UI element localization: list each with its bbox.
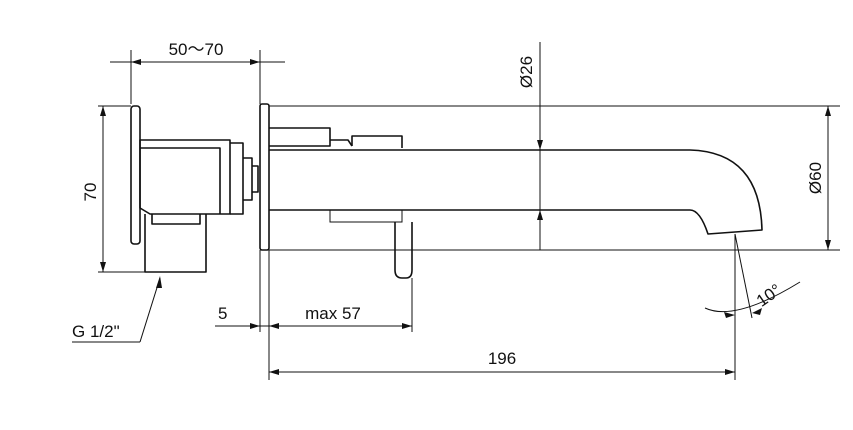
faucet-outline	[130, 103, 763, 279]
dim-spout-diameter: Ø26	[517, 56, 536, 88]
dim-depth-range: 50～70	[169, 40, 224, 59]
dim-lever-max: max 57	[305, 304, 361, 323]
inlet-connection	[144, 214, 207, 273]
dim-thread: G 1/2"	[72, 322, 120, 341]
rear-flange-plate	[130, 105, 141, 245]
lever-handle	[394, 222, 413, 279]
dim-body-height: 70	[81, 183, 100, 202]
lever-base	[269, 127, 331, 147]
dim-spout-length: 196	[488, 349, 516, 368]
dim-angle: 10°	[753, 280, 785, 310]
dim-plate-thickness: 5	[218, 304, 227, 323]
cartridge	[230, 142, 244, 215]
front-cover-plate	[259, 103, 270, 251]
extension-lines	[98, 50, 840, 380]
spout	[269, 149, 763, 235]
mixer-body	[139, 139, 231, 215]
dimension-lines	[72, 42, 831, 375]
dim-plate-diameter: Ø60	[806, 162, 825, 194]
